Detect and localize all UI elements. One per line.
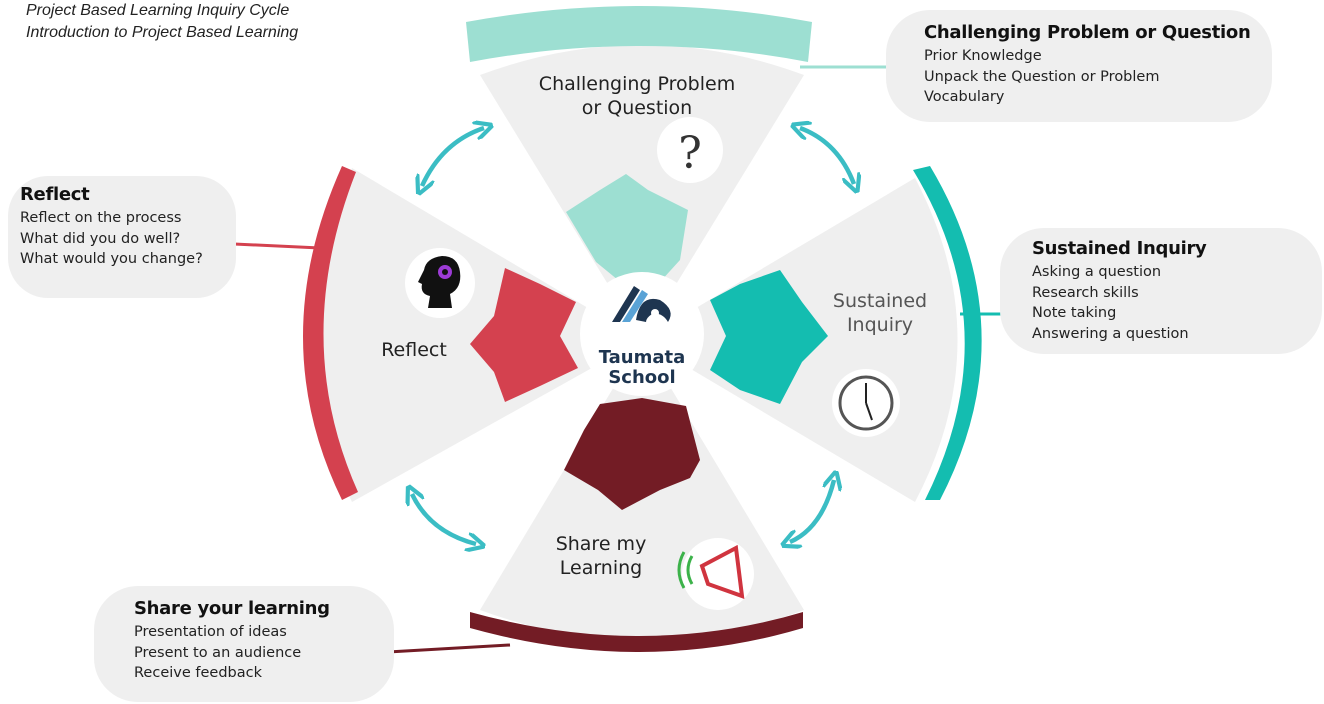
taumata-logo-icon: [612, 286, 671, 322]
logo-line2: School: [608, 367, 676, 388]
segment-label-top: Challenging Problem or Question: [538, 73, 736, 119]
segment-label-right: Sustained Inquiry: [832, 290, 928, 336]
connector-left: [233, 242, 321, 250]
header: Project Based Learning Inquiry Cycle Int…: [26, 0, 298, 44]
arrow-top-left: [422, 128, 484, 186]
arc-bottom: [470, 612, 803, 652]
callout-item: What did you do well?: [20, 230, 181, 247]
connector-bottom: [387, 643, 511, 654]
question-mark-icon: ?: [657, 117, 723, 183]
inner-shape-left: [470, 268, 578, 402]
arc-left: [303, 166, 358, 500]
callout-item: Answering a question: [1032, 325, 1189, 342]
center-circle: [580, 272, 704, 396]
arrow-bottom-left: [412, 494, 476, 544]
segment-label-left: Reflect: [381, 339, 447, 361]
svg-text:?: ?: [678, 128, 702, 179]
header-subtitle: Introduction to Project Based Learning: [26, 24, 299, 41]
megaphone-icon: [677, 538, 754, 610]
callout-item: Present to an audience: [134, 644, 302, 661]
callout-item: Asking a question: [1032, 264, 1162, 280]
callout-top: Challenging Problem or Question Prior Kn…: [886, 10, 1272, 122]
callout-right-title: Sustained Inquiry: [1032, 238, 1207, 259]
callout-item: Reflect on the process: [20, 210, 182, 226]
callout-item: Presentation of ideas: [134, 624, 287, 640]
arrow-top-right: [800, 128, 854, 184]
callout-item: Prior Knowledge: [924, 48, 1042, 64]
inner-shape-right: [710, 270, 828, 404]
segment-label-bottom: Share my Learning: [555, 533, 647, 579]
arc-right: [913, 166, 982, 500]
callout-left-title: Reflect: [20, 184, 90, 205]
logo-line1: Taumata: [598, 347, 686, 368]
inner-shape-bottom: [564, 398, 700, 510]
sector-left: [311, 168, 642, 502]
callout-item: What would you change?: [20, 251, 203, 267]
arc-top: [466, 6, 812, 62]
center-logo-text: Taumata School: [592, 348, 692, 388]
callout-item: Research skills: [1032, 284, 1139, 301]
header-title: Project Based Learning Inquiry Cycle: [26, 2, 290, 19]
head-gear-icon: [405, 248, 475, 318]
callout-item: Note taking: [1032, 305, 1117, 321]
arrow-bottom-right: [790, 480, 834, 542]
callout-left: Reflect Reflect on the process What did …: [8, 176, 236, 298]
callout-top-title: Challenging Problem or Question: [924, 22, 1251, 43]
callout-bottom-title: Share your learning: [134, 598, 330, 619]
callout-bottom: Share your learning Presentation of idea…: [94, 586, 394, 702]
callout-item: Unpack the Question or Problem: [924, 68, 1160, 85]
callout-right: Sustained Inquiry Asking a question Rese…: [1000, 228, 1322, 354]
callout-item: Vocabulary: [924, 89, 1005, 105]
callout-item: Receive feedback: [134, 665, 262, 681]
inner-shape-top: [566, 174, 688, 300]
clock-icon: [832, 369, 900, 437]
